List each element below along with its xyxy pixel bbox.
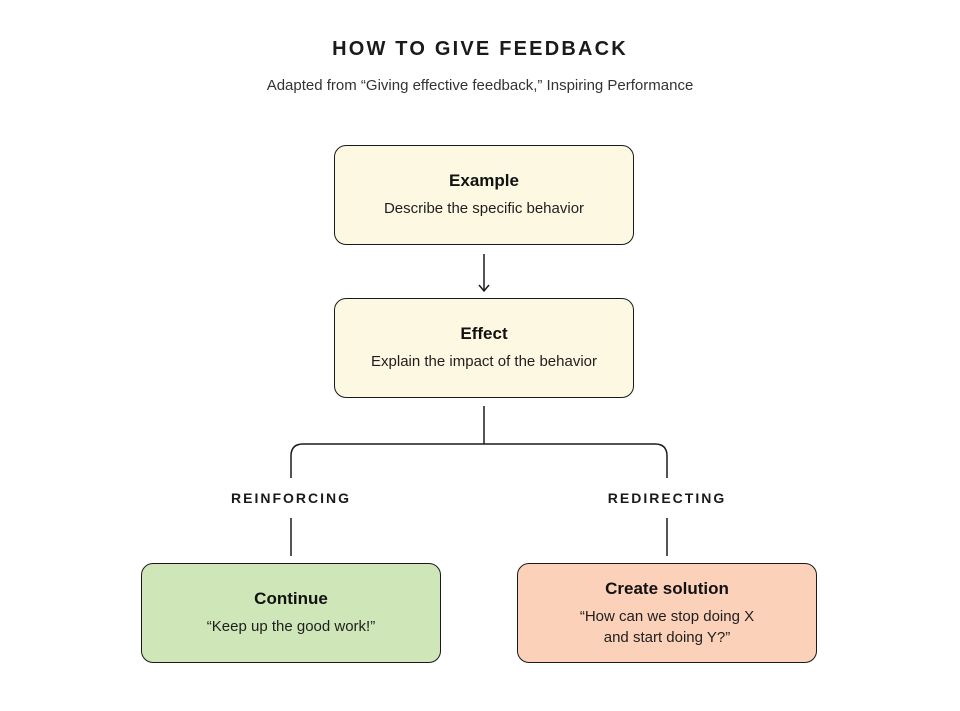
reinforcing-label: REINFORCING bbox=[231, 490, 351, 506]
create-solution-description-line2: and start doing Y?” bbox=[603, 628, 731, 646]
diagram-title: HOW TO GIVE FEEDBACK bbox=[332, 38, 628, 60]
example-title: Example bbox=[449, 171, 519, 190]
diagram-subtitle: Adapted from “Giving effective feedback,… bbox=[266, 77, 694, 94]
branch-split-line bbox=[290, 443, 668, 478]
effect-description: Explain the impact of the behavior bbox=[371, 353, 597, 370]
create-solution-description-line1: “How can we stop doing X bbox=[579, 607, 755, 625]
effect-title: Effect bbox=[460, 324, 508, 343]
redirecting-label: REDIRECTING bbox=[607, 490, 727, 506]
continue-box: Continue “Keep up the good work!” bbox=[141, 563, 441, 663]
continue-title: Continue bbox=[254, 589, 328, 608]
example-box: Example Describe the specific behavior bbox=[334, 145, 634, 245]
arrow-down-icon bbox=[478, 254, 490, 293]
continue-description: “Keep up the good work!” bbox=[206, 618, 376, 635]
example-description: Describe the specific behavior bbox=[383, 200, 585, 217]
create-solution-box: Create solution “How can we stop doing X… bbox=[517, 563, 817, 663]
effect-box: Effect Explain the impact of the behavio… bbox=[334, 298, 634, 398]
create-solution-title: Create solution bbox=[605, 578, 729, 598]
